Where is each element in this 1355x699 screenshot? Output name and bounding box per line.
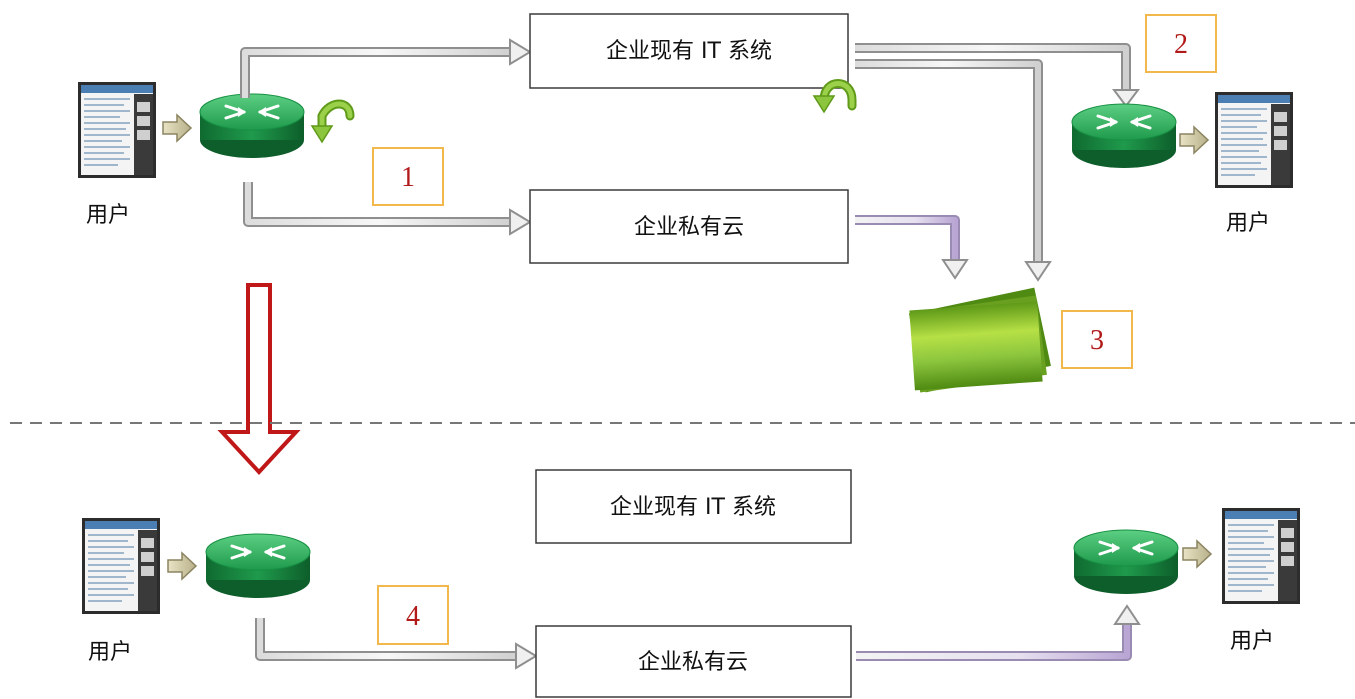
top-it-u-turn-arrow-icon [812,79,857,114]
top-left-input-arrow-icon [162,114,192,142]
badge-4-number: 4 [406,601,420,632]
bottom-right-user-screen-icon [1222,508,1300,604]
top-badge-1: 1 [372,147,444,206]
top-right-user-label: 用户 [1226,211,1270,236]
top-router-to-cloud-arrow [243,182,532,236]
bottom-left-user-screen-icon [82,518,160,614]
bottom-badge-4: 4 [377,585,449,645]
badge-3-number: 3 [1090,325,1104,356]
top-badge-3: 3 [1061,310,1133,369]
top-it-system-label: 企业现有 IT 系统 [606,39,772,64]
top-it-to-data-stack-arrow [855,59,1052,282]
transition-down-arrow-icon [217,283,301,475]
top-left-user-label: 用户 [86,203,130,228]
bottom-left-router-icon [204,532,312,600]
top-it-system-box: 企业现有 IT 系统 [529,13,849,89]
bottom-it-system-label: 企业现有 IT 系统 [610,495,776,520]
top-private-cloud-box: 企业私有云 [529,189,849,264]
top-it-to-right-router-arrow [855,43,1140,108]
badge-2-number: 2 [1174,29,1188,60]
bottom-private-cloud-label: 企业私有云 [638,650,748,675]
bottom-left-input-arrow-icon [167,552,197,580]
top-left-u-turn-arrow-icon [310,99,355,144]
bottom-right-router-icon [1072,528,1180,596]
bottom-right-user-label: 用户 [1230,629,1274,654]
bottom-router-to-cloud-arrow [255,618,538,670]
bottom-private-cloud-box: 企业私有云 [535,625,852,698]
top-left-router-icon [198,92,306,160]
top-badge-2: 2 [1145,14,1217,73]
data-stack-icon [909,287,1051,393]
bottom-cloud-to-right-router-arrow [856,604,1141,661]
top-router-to-it-arrow [240,38,532,98]
top-right-router-icon [1070,102,1178,170]
top-private-cloud-label: 企业私有云 [634,215,744,240]
bottom-it-system-box: 企业现有 IT 系统 [535,469,852,544]
top-left-user-screen-icon [78,82,156,178]
top-cloud-to-data-stack-arrow [855,215,969,280]
badge-1-number: 1 [401,162,415,193]
bottom-left-user-label: 用户 [88,640,132,665]
top-right-user-screen-icon [1215,92,1293,188]
top-right-output-arrow-icon [1179,126,1209,154]
bottom-right-output-arrow-icon [1182,540,1212,568]
